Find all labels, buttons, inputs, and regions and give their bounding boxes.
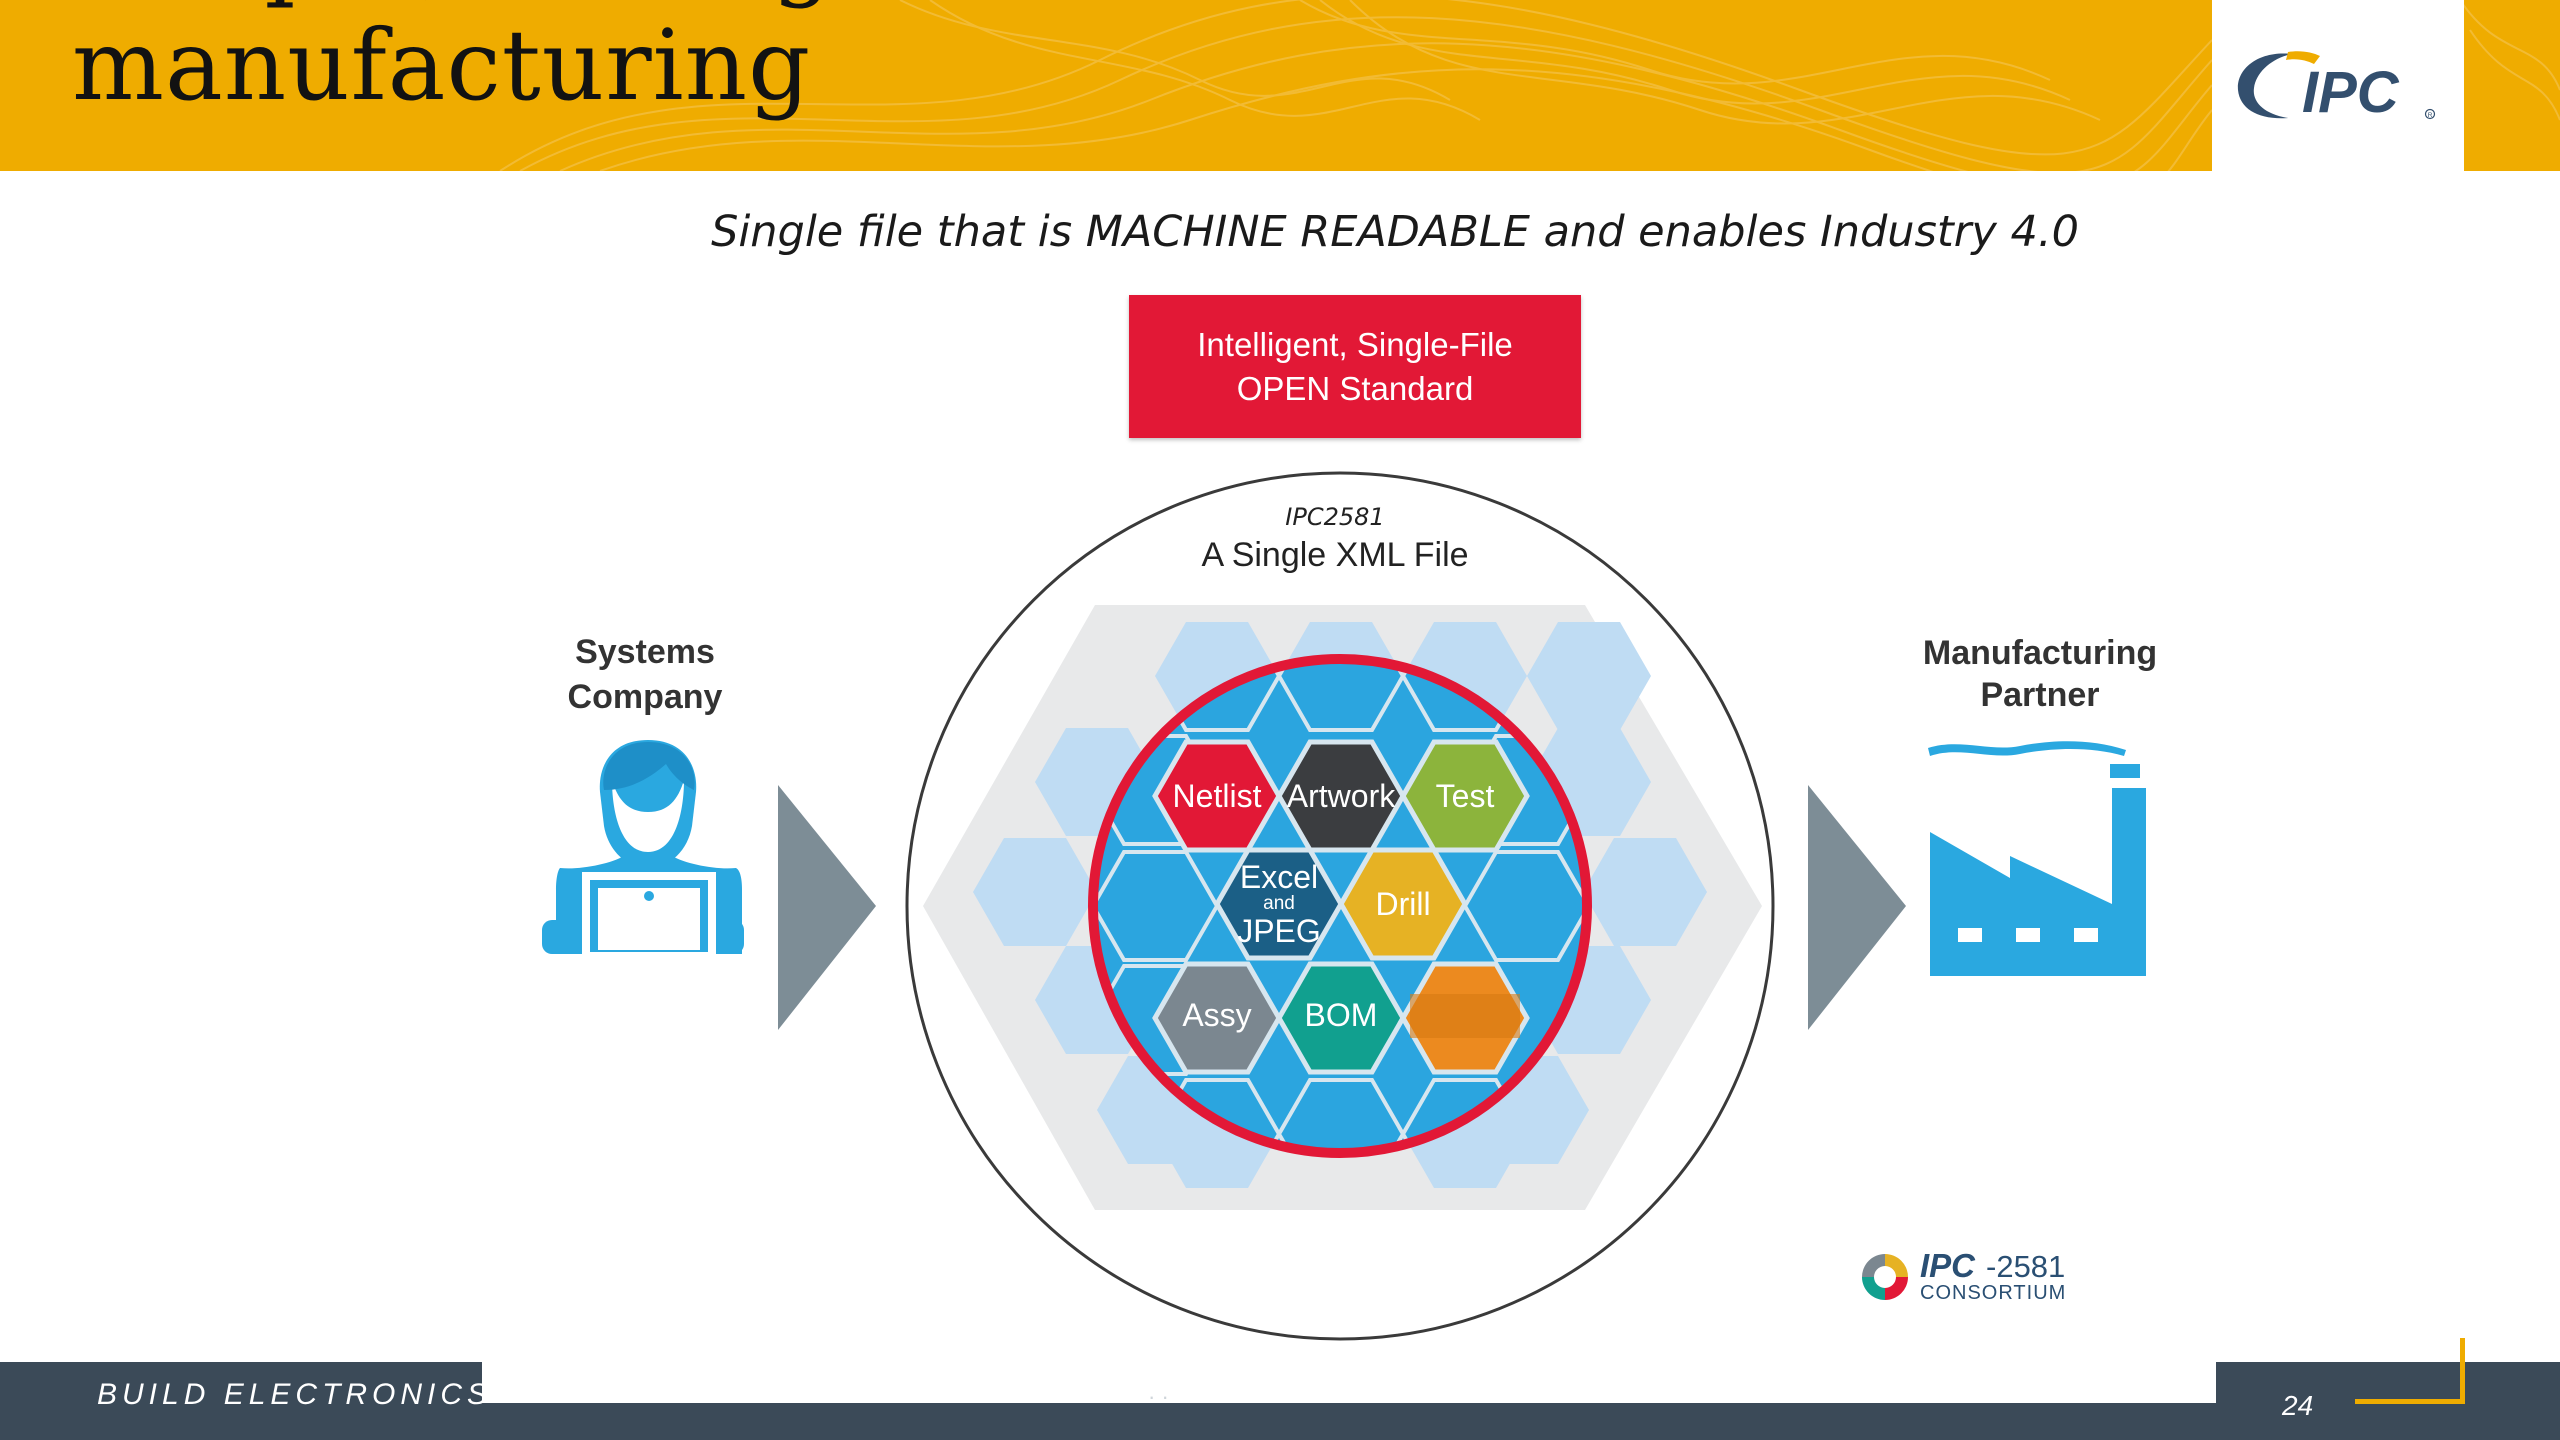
hex-label-bom: BOM	[1304, 997, 1378, 1033]
hex-label-assy: Assy	[1182, 997, 1252, 1033]
systems-company-label: Systems Company	[545, 630, 745, 720]
consortium-subtitle: CONSORTIUM	[1920, 1282, 2067, 1304]
footer-tagline-hidden: BETTER	[483, 1382, 623, 1403]
title-line-2: manufacturing	[72, 9, 812, 122]
ipc-logo-icon: IPC R	[2237, 51, 2436, 125]
hex-drill	[1338, 847, 1468, 961]
footer-center-mark: · ·	[1148, 1384, 1169, 1409]
title-bar: Simple, intelligent hand-off to manufact…	[0, 0, 2560, 171]
right-label-line-1: Manufacturing	[1922, 634, 2158, 672]
hex-label-excel: Excel	[1239, 859, 1319, 895]
right-label-line-2: Partner	[1980, 676, 2100, 714]
consortium-ring-icon	[1862, 1254, 1908, 1300]
footer-tagline-tail: BETTER	[483, 1382, 623, 1403]
ipc2581-caption: IPC2581	[1285, 503, 1385, 531]
slide-subtitle: Single file that is MACHINE READABLE and…	[711, 207, 2079, 257]
hex-label-excel-jpeg: Excel and JPEG	[1214, 860, 1344, 948]
ipc-logo-text: IPC	[2302, 60, 2400, 125]
hex-label-test: Test	[1435, 778, 1495, 814]
banner-line-1: Intelligent, Single-File	[1197, 326, 1513, 363]
hex-label-netlist: Netlist	[1172, 778, 1262, 814]
single-xml-file-caption: A Single XML File	[1201, 536, 1469, 574]
ipc-2581-consortium-logo: IPC -2581 CONSORTIUM	[1858, 1248, 2088, 1306]
right-arrow-icon	[1808, 785, 1906, 1030]
corner-accent-decoration	[2355, 1338, 2465, 1404]
title-line-1: Simple, intelligent hand-off to	[72, 0, 1575, 10]
svg-text:R: R	[2428, 112, 2433, 119]
consortium-ipc-text: IPC	[1920, 1247, 1976, 1284]
page-number: 24	[2282, 1390, 2314, 1421]
hex-label-jpeg: JPEG	[1237, 913, 1321, 949]
manufacturing-partner-label: Manufacturing Partner	[1900, 632, 2180, 716]
consortium-number: -2581	[1986, 1249, 2066, 1284]
slide-title: Simple, intelligent hand-off to manufact…	[72, 0, 1575, 122]
hex-label-and: and	[1263, 893, 1295, 914]
footer-tagline: BUILD ELECTRONICS	[97, 1378, 493, 1411]
left-arrow-icon	[778, 785, 876, 1030]
hex-label-artwork: Artwork	[1286, 778, 1396, 814]
footer-overlay	[482, 1354, 2216, 1403]
wave-pattern-decoration	[499, 0, 2560, 171]
banner-line-2: OPEN Standard	[1236, 370, 1474, 407]
left-label-line-1: Systems	[575, 633, 715, 671]
hex-label-drill: Drill	[1375, 886, 1431, 922]
red-ring	[1088, 654, 1592, 1158]
left-label-line-2: Company	[567, 678, 723, 716]
ipc-logo: IPC R	[2212, 0, 2464, 171]
open-standard-banner: Intelligent, Single-File OPEN Standard	[1129, 295, 1581, 438]
